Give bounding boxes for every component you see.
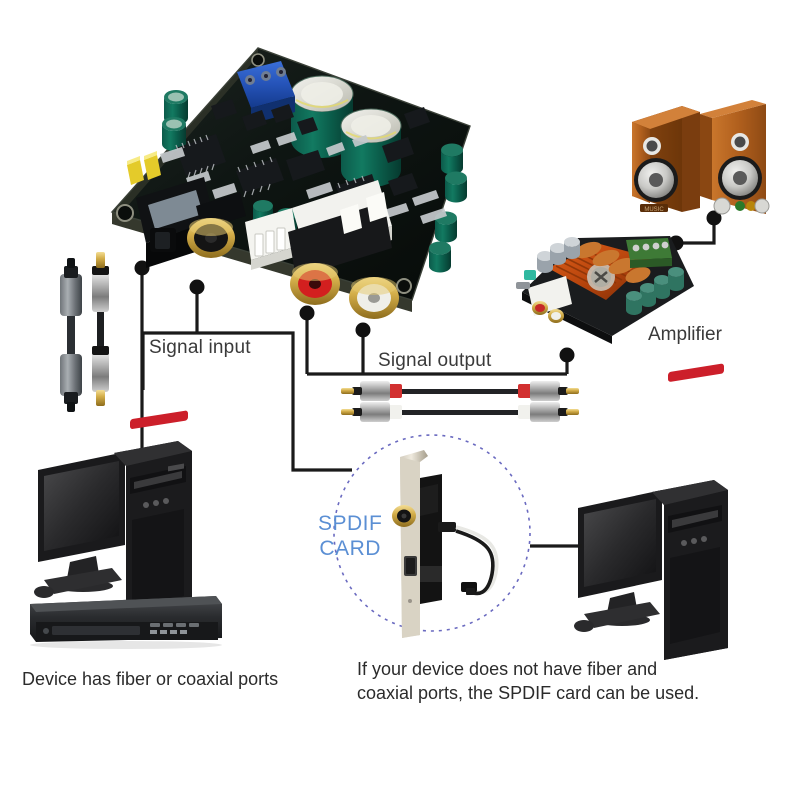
speaker-left: MUSIC <box>632 106 700 213</box>
label-signal-output: Signal output <box>378 350 492 371</box>
coax-rca-cable <box>92 252 109 406</box>
amplifier-board <box>516 236 694 344</box>
caption-right: If your device does not have fiber and c… <box>357 658 699 706</box>
coaxial-rca-input <box>187 192 246 258</box>
label-spdif-line1: SPDIF <box>318 512 383 535</box>
desktop-pc-right <box>574 363 728 660</box>
caption-left: Device has fiber or coaxial ports <box>22 669 279 689</box>
dot-speaker-input <box>706 210 722 226</box>
caption-right-line2: coaxial ports, the SPDIF card can be use… <box>357 682 700 703</box>
speakers: MUSIC <box>632 100 770 215</box>
capacitor-small-group-right <box>429 143 467 273</box>
white-header-connector <box>245 208 298 270</box>
optical-coaxial-cable-pair <box>60 252 109 412</box>
dot-rca-out-red <box>299 305 315 321</box>
dot-rca-out-white <box>355 322 371 338</box>
rca-output-block <box>288 180 399 319</box>
label-signal-input: Signal input <box>149 337 251 358</box>
dac-board <box>110 47 471 319</box>
rca-cable-white <box>341 402 579 422</box>
inductors <box>574 241 651 283</box>
capacitor-large-1 <box>290 75 354 158</box>
desktop-pc-left <box>34 410 192 628</box>
spdif-highlight-circle <box>333 434 531 632</box>
dot-coax-in <box>189 279 205 295</box>
dot-optical-in <box>134 260 150 276</box>
toslink-cable <box>60 258 82 412</box>
svg-text:MUSIC: MUSIC <box>644 207 664 213</box>
dot-amp-input <box>559 347 575 363</box>
rca-stereo-cable-pair <box>341 381 579 422</box>
capacitor-small-group-left <box>162 90 188 151</box>
label-amplifier: Amplifier <box>648 324 722 345</box>
speaker-right <box>700 100 770 215</box>
amp-screw-terminal <box>626 238 672 268</box>
jumper-yellow <box>127 151 161 185</box>
dvd-player <box>30 596 222 649</box>
connector-dots <box>134 210 722 363</box>
label-spdif-line2: CARD <box>319 536 381 560</box>
caption-right-line1: If your device does not have fiber and <box>357 659 658 679</box>
label-spdif-card: SPDIF CARD <box>318 512 382 562</box>
spdif-card-group <box>333 434 531 638</box>
rca-cable-red <box>341 381 579 401</box>
